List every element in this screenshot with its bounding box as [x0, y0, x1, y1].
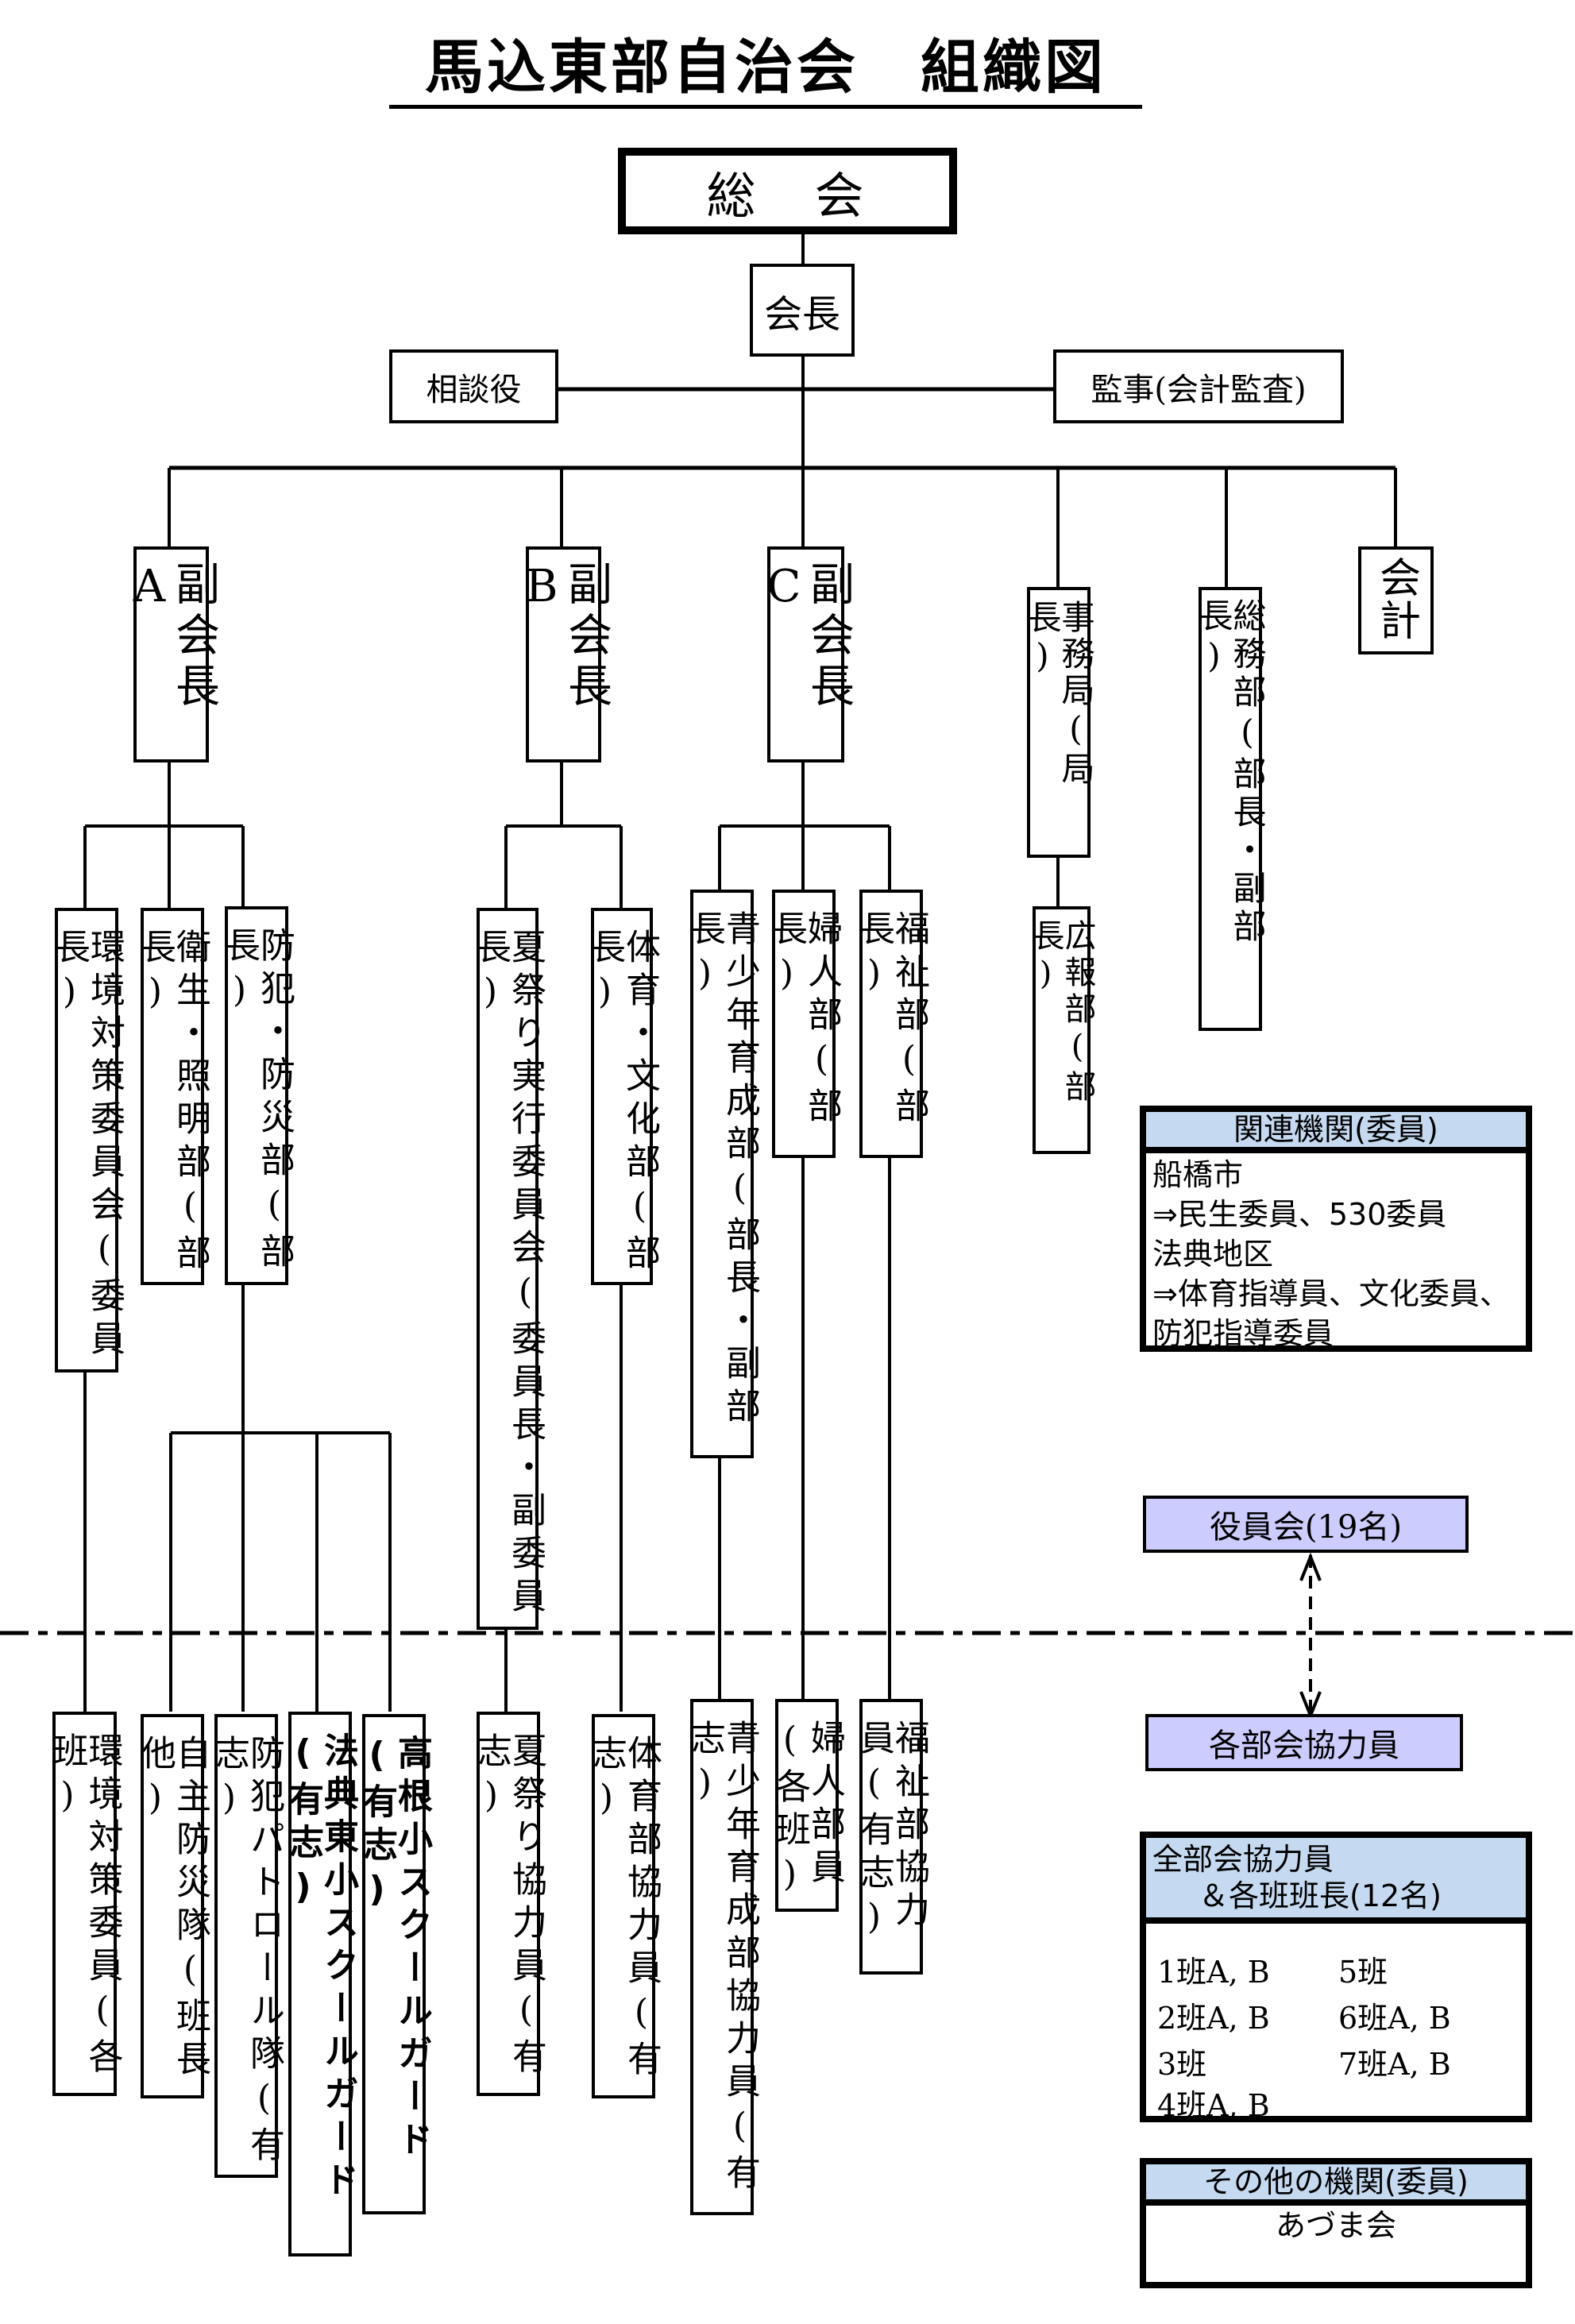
member-sports-label: 体育部協力員(有志) [586, 1735, 662, 2083]
dept-summer-festival-label: 夏祭り実行委員会(委員長・副委員長) [470, 928, 546, 1620]
vp-b-label: 副会長B [515, 561, 612, 713]
dept-sanitation-label: 衛生・照明部(部長) [135, 928, 210, 1277]
member-women-box: 婦人部員(各班) [770, 1699, 845, 1912]
member-patrol-box: 防犯パトロール隊(有志) [209, 1714, 284, 2178]
all-members-panel: 全部会協力員 ＆各班班長(12名) 1班A, B 2班A, B 3班 4班A, … [1140, 1832, 1532, 2123]
advisor-box: 相談役 [389, 349, 558, 423]
accounting-label: 会計 [1372, 556, 1420, 642]
member-festival-box: 夏祭り協力員(有志) [471, 1712, 546, 2096]
dept-sports-culture-box: 体育・文化部(部長) [585, 908, 660, 1285]
group-item: 1班A, B [1157, 1955, 1270, 1990]
president-box: 会長 [750, 264, 855, 357]
dept-sports-culture-label: 体育・文化部(部長) [585, 928, 660, 1277]
general-affairs-label: 総務部(部長・副部長) [1195, 598, 1267, 947]
group-item: 3班 [1157, 2047, 1207, 2082]
group-item: 2班A, B [1157, 2001, 1270, 2036]
related-organizations-header: 関連機関(委員) [1146, 1112, 1526, 1153]
other-organizations-panel: その他の機関(委員) あづま会 [1140, 2158, 1532, 2288]
all-members-header-line2: ＆各班班長(12名) [1199, 1878, 1442, 1913]
president-label: 会長 [763, 291, 840, 337]
member-environment-box: 環境対策委員(各班) [47, 1712, 123, 2096]
other-organizations-body: あづま会 [1275, 2208, 1396, 2243]
related-line: 船橋市 [1152, 1157, 1244, 1192]
member-self-defense-box: 自主防災隊(班長他) [135, 1714, 210, 2098]
vp-b-box: 副会長B [516, 546, 612, 762]
member-women-label: 婦人部員(各班) [770, 1720, 845, 1902]
dept-welfare-label: 福祉部(部長) [854, 910, 929, 1130]
general-assembly-box: 総 会 [618, 148, 957, 234]
member-welfare-label: 福祉部協力員(有志) [854, 1720, 929, 1945]
related-line: 法典地区 [1152, 1237, 1274, 1272]
group-item: 5班 [1338, 1955, 1388, 1990]
public-relations-box: 広報部(部長) [1027, 906, 1096, 1154]
member-takane-guard-box: 高根小スクールガード(有志) [357, 1714, 432, 2214]
member-welfare-box: 福祉部協力員(有志) [854, 1699, 929, 1975]
group-item: 7班A, B [1338, 2047, 1451, 2082]
auditor-box: 監事(会計監査) [1053, 349, 1344, 423]
general-affairs-box: 総務部(部長・副部長) [1195, 587, 1267, 1031]
auditor-label: 監事(会計監査) [1091, 371, 1307, 408]
board-label: 役員会(19名) [1209, 1509, 1403, 1546]
member-takane-guard-label: 高根小スクールガード(有志) [357, 1735, 432, 2164]
vp-a-box: 副会長A [124, 546, 220, 762]
dept-welfare-box: 福祉部(部長) [854, 890, 929, 1158]
all-members-header-line1: 全部会協力員 [1152, 1842, 1334, 1877]
member-youth-box: 青少年育成部協力員(有志) [685, 1699, 760, 2215]
secretariat-label: 事務局(局長) [1023, 600, 1095, 788]
dept-women-box: 婦人部(部長) [766, 890, 842, 1158]
dept-sanitation-box: 衛生・照明部(部長) [135, 908, 210, 1285]
public-relations-label: 広報部(部長) [1027, 919, 1096, 1106]
dept-women-label: 婦人部(部長) [766, 910, 842, 1130]
secretariat-box: 事務局(局長) [1023, 587, 1095, 858]
vp-c-label: 副会長C [758, 561, 855, 713]
dept-environment-label: 環境対策委員会(委員長) [49, 928, 125, 1363]
member-environment-label: 環境対策委員(各班) [47, 1732, 123, 2081]
member-hoten-guard-label: 法典東小スクールガード(有志) [283, 1732, 358, 2204]
dept-youth-label: 青少年育成部(部長・副部長) [685, 910, 760, 1430]
other-organizations-header: その他の機関(委員) [1146, 2164, 1526, 2206]
related-organizations-panel: 関連機関(委員) 船橋市 ⇒民生委員、530委員 法典地区 ⇒体育指導員、文化委… [1140, 1106, 1532, 1352]
member-youth-label: 青少年育成部協力員(有志) [685, 1720, 760, 2197]
group-item: 4班A, B [1157, 2088, 1270, 2123]
general-assembly-label: 総 会 [706, 166, 869, 225]
cooperators-box: 各部会協力員 [1145, 1714, 1463, 1771]
member-patrol-label: 防犯パトロール隊(有志) [209, 1735, 284, 2169]
dept-summer-festival-box: 夏祭り実行委員会(委員長・副委員長) [470, 908, 546, 1630]
dept-youth-box: 青少年育成部(部長・副部長) [685, 890, 760, 1458]
arrow-up-icon [1299, 1552, 1322, 1581]
vp-a-label: 副会長A [123, 561, 220, 713]
member-hoten-guard-box: 法典東小スクールガード(有志) [283, 1712, 358, 2256]
board-box: 役員会(19名) [1143, 1496, 1469, 1553]
cooperators-label: 各部会協力員 [1209, 1728, 1399, 1764]
member-sports-box: 体育部協力員(有志) [586, 1714, 662, 2098]
accounting-box: 会計 [1358, 546, 1434, 654]
page-title: 馬込東部自治会 組織図 [425, 33, 1106, 102]
related-line: 防犯指導委員 [1152, 1316, 1334, 1351]
related-line: ⇒体育指導員、文化委員、 [1152, 1276, 1510, 1311]
related-line: ⇒民生委員、530委員 [1152, 1197, 1447, 1232]
dept-crime-disaster-box: 防犯・防災部(部長) [219, 906, 295, 1285]
dept-environment-box: 環境対策委員会(委員長) [49, 908, 125, 1372]
member-festival-label: 夏祭り協力員(有志) [471, 1732, 546, 2081]
group-item: 6班A, B [1338, 2001, 1451, 2036]
advisor-label: 相談役 [426, 371, 522, 408]
member-self-defense-label: 自主防災隊(班長他) [135, 1735, 210, 2083]
title-underline [389, 105, 1142, 109]
dept-crime-disaster-label: 防犯・防災部(部長) [219, 927, 295, 1276]
vp-c-box: 副会長C [759, 546, 855, 762]
